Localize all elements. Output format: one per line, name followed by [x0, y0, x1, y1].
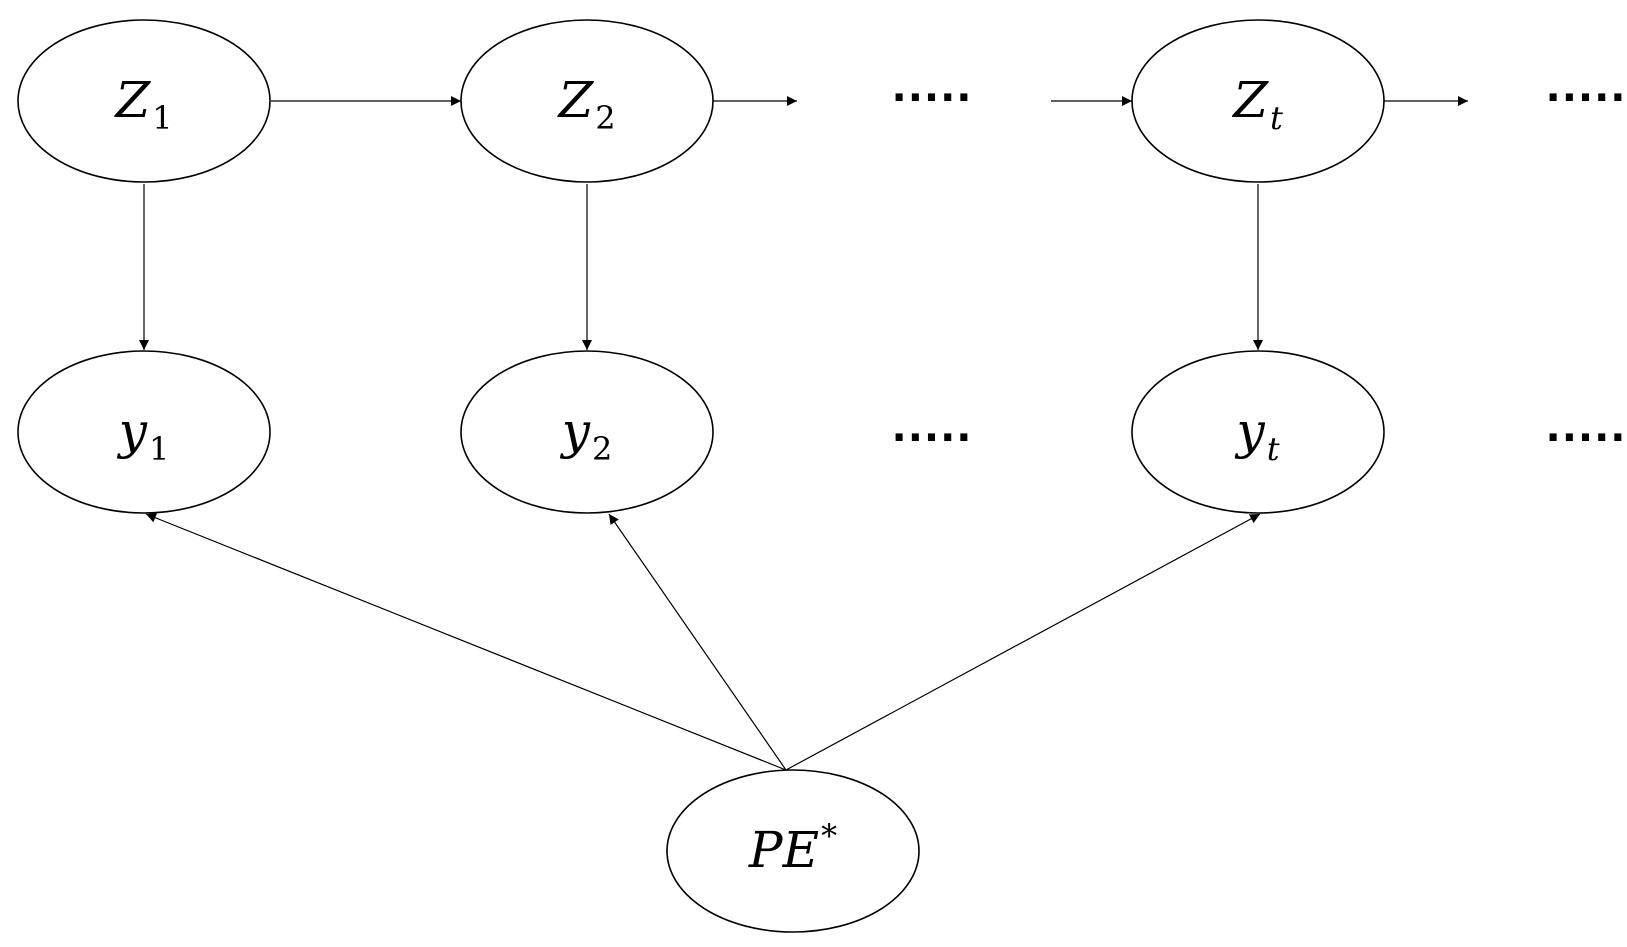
z2-node-label: Z2 [556, 71, 615, 137]
edge-pe-to-yt [785, 513, 1261, 771]
continuation-dots-mid-1: ..... [892, 405, 973, 451]
zt-node-ellipse [1131, 19, 1385, 183]
continuation-dots-top-2: ..... [1546, 65, 1627, 111]
y1-node: y1 [17, 350, 271, 514]
yt-node: yt [1131, 350, 1385, 514]
pe-star-node-label-superscript: * [821, 817, 837, 855]
z1-node-label-main: Z [113, 71, 151, 129]
zt-node-label-main: Z [1231, 71, 1269, 129]
z1-node-label: Z1 [113, 71, 172, 137]
yt-node-label-main: y [1234, 402, 1265, 460]
continuation-dots-top-1: ..... [892, 65, 973, 111]
y1-node-label-subscript: 1 [149, 430, 169, 468]
z2-node: Z2 [460, 19, 714, 183]
z2-node-label-main: Z [556, 71, 594, 129]
yt-node-ellipse [1131, 350, 1385, 514]
edge-pe-to-y2 [608, 513, 787, 771]
pe-star-node-label: PE* [748, 817, 837, 879]
edge-pe-to-y1 [145, 513, 787, 771]
y2-node-ellipse [460, 350, 714, 514]
zt-node-label-subscript: t [1270, 99, 1283, 137]
pe-star-node: PE* [666, 769, 920, 933]
pe-star-node-label-main: PE [748, 821, 819, 879]
y2-node-label: y2 [560, 402, 613, 468]
pe-star-node-ellipse [666, 769, 920, 933]
y1-node-label-main: y [117, 402, 148, 460]
z2-node-ellipse [460, 19, 714, 183]
continuation-dots-mid-2: ..... [1546, 405, 1627, 451]
yt-node-label: yt [1234, 402, 1279, 468]
zt-node-label: Zt [1231, 71, 1283, 137]
continuation-dots: .................... [892, 65, 1627, 451]
yt-node-label-subscript: t [1267, 430, 1280, 468]
z1-node-label-subscript: 1 [152, 99, 172, 137]
y2-node: y2 [460, 350, 714, 514]
edges [139, 96, 1468, 771]
y1-node-ellipse [17, 350, 271, 514]
z1-node: Z1 [17, 19, 271, 183]
z1-node-ellipse [17, 19, 271, 183]
y1-node-label: y1 [117, 402, 170, 468]
y2-node-label-main: y [560, 402, 591, 460]
y2-node-label-subscript: 2 [592, 430, 612, 468]
zt-node: Zt [1131, 19, 1385, 183]
z2-node-label-subscript: 2 [595, 99, 615, 137]
